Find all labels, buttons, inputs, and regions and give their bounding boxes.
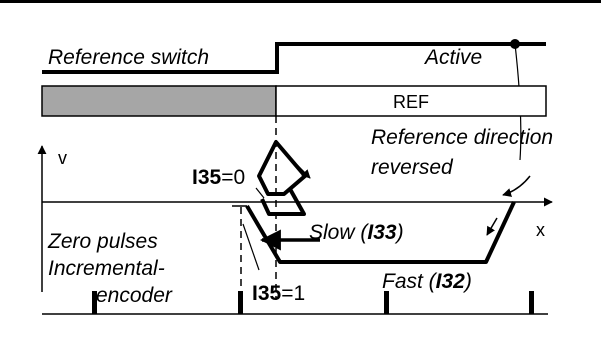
direction-reversed-arrow (502, 175, 531, 197)
zero-pulse-4 (529, 291, 534, 314)
direction-reversed-label-line2: reversed (371, 156, 454, 179)
x-axis-label: x (536, 220, 545, 240)
i35-zero-pointer (255, 187, 265, 199)
ref-bar-label: REF (393, 92, 429, 112)
zero-pulse-2 (238, 291, 243, 314)
descent-direction-arrow (291, 159, 311, 179)
ref-bar-active (275, 85, 547, 117)
fast-label: Fast (I32) (382, 270, 472, 293)
direction-reversed-label-line1: Reference direction (371, 126, 553, 149)
i35-one-pointer (242, 223, 260, 271)
ref-bar-inactive (41, 85, 277, 117)
zero-pulses-label-line3: encoder (96, 284, 173, 307)
active-label: Active (423, 46, 482, 69)
top-border (0, 0, 601, 3)
reversal-triangle (257, 140, 307, 196)
i35-zero-label: I35=0 (192, 166, 245, 189)
reference-switch-label: Reference switch (48, 46, 209, 69)
zero-pulse-3 (384, 291, 389, 314)
zero-pulses-label-line2: Incremental- (48, 257, 165, 280)
i35-zero-path (260, 188, 306, 216)
zero-pulse-1 (92, 291, 97, 314)
slow-label: Slow (I33) (309, 221, 404, 244)
i35-one-label: I35=1 (252, 282, 305, 305)
zero-pulses-label-line1: Zero pulses (47, 230, 158, 253)
v-axis-label: v (58, 148, 67, 168)
reference-switch-signal (42, 42, 546, 74)
fast-direction-arrow (486, 217, 498, 236)
